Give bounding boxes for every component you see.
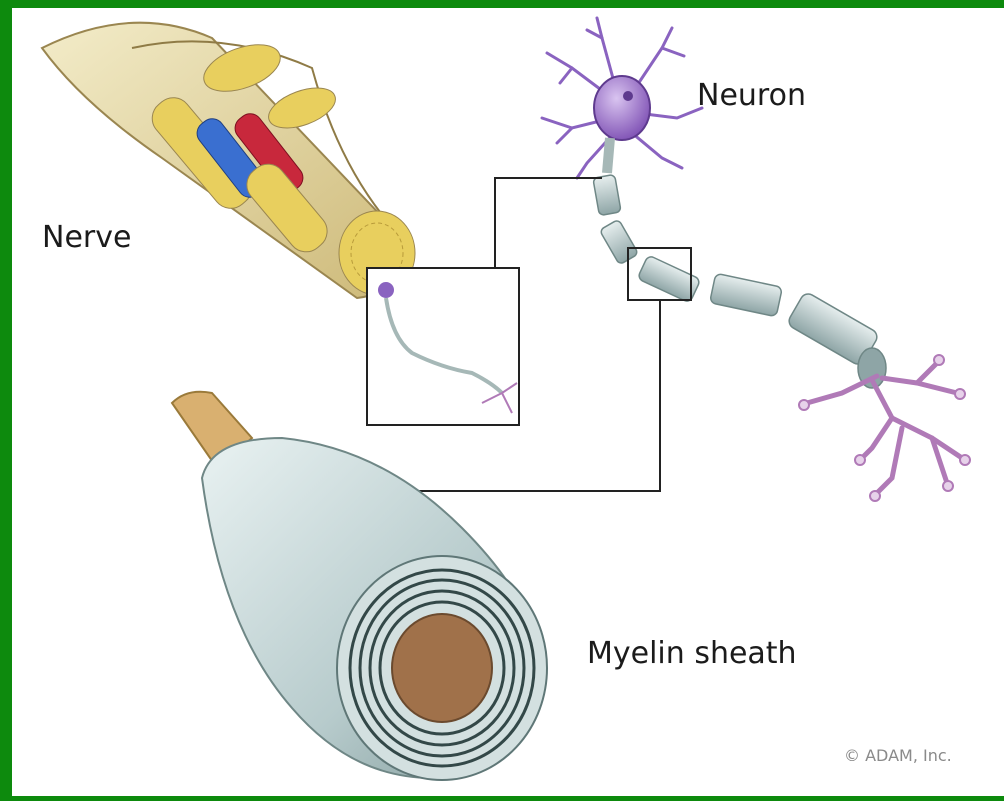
nerve-anatomy-illustration [12,8,1004,796]
axon [593,174,886,388]
diagram-canvas: Nerve Neuron Myelin sheath © ADAM, Inc. [12,8,1004,796]
nerve-label: Nerve [42,220,131,255]
axon-terminals [807,363,962,493]
myelin-sheath [172,392,547,780]
copyright-notice: © ADAM, Inc. [844,746,952,765]
neuron [542,18,702,178]
neuron-label: Neuron [697,78,806,113]
inset-neuron-box [367,268,519,425]
myelin-sheath-label: Myelin sheath [587,636,797,671]
nerve-bundle [42,23,415,298]
